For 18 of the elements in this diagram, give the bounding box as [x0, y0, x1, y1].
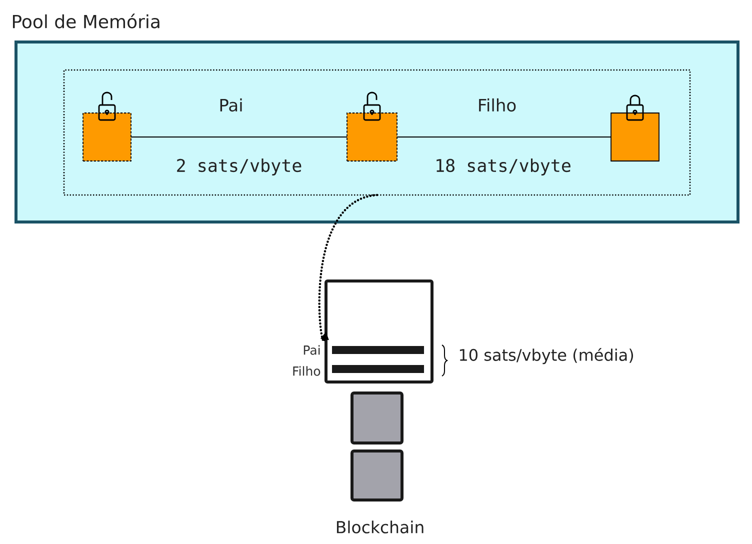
connector-line — [130, 136, 348, 138]
dotted-frame — [63, 69, 691, 196]
output-square — [82, 112, 132, 162]
connector-line — [396, 136, 612, 138]
fee-label: 2 sats/vbyte — [177, 158, 302, 176]
fee-label: 18 sats/vbyte — [436, 158, 570, 176]
block-square — [350, 392, 404, 444]
caption: Blockchain — [336, 520, 424, 534]
arrow — [318, 194, 378, 342]
output-square — [346, 112, 398, 162]
heading: Pool de Memória — [12, 14, 160, 28]
brace-label: 10 sats/vbyte (média) — [460, 348, 634, 364]
bar-label: Pai — [304, 345, 320, 355]
edge-label: Filho — [479, 98, 516, 112]
block-square — [350, 450, 404, 502]
output-square — [610, 112, 660, 162]
bar-label: Filho — [293, 366, 320, 376]
edge-label: Pai — [220, 98, 242, 112]
